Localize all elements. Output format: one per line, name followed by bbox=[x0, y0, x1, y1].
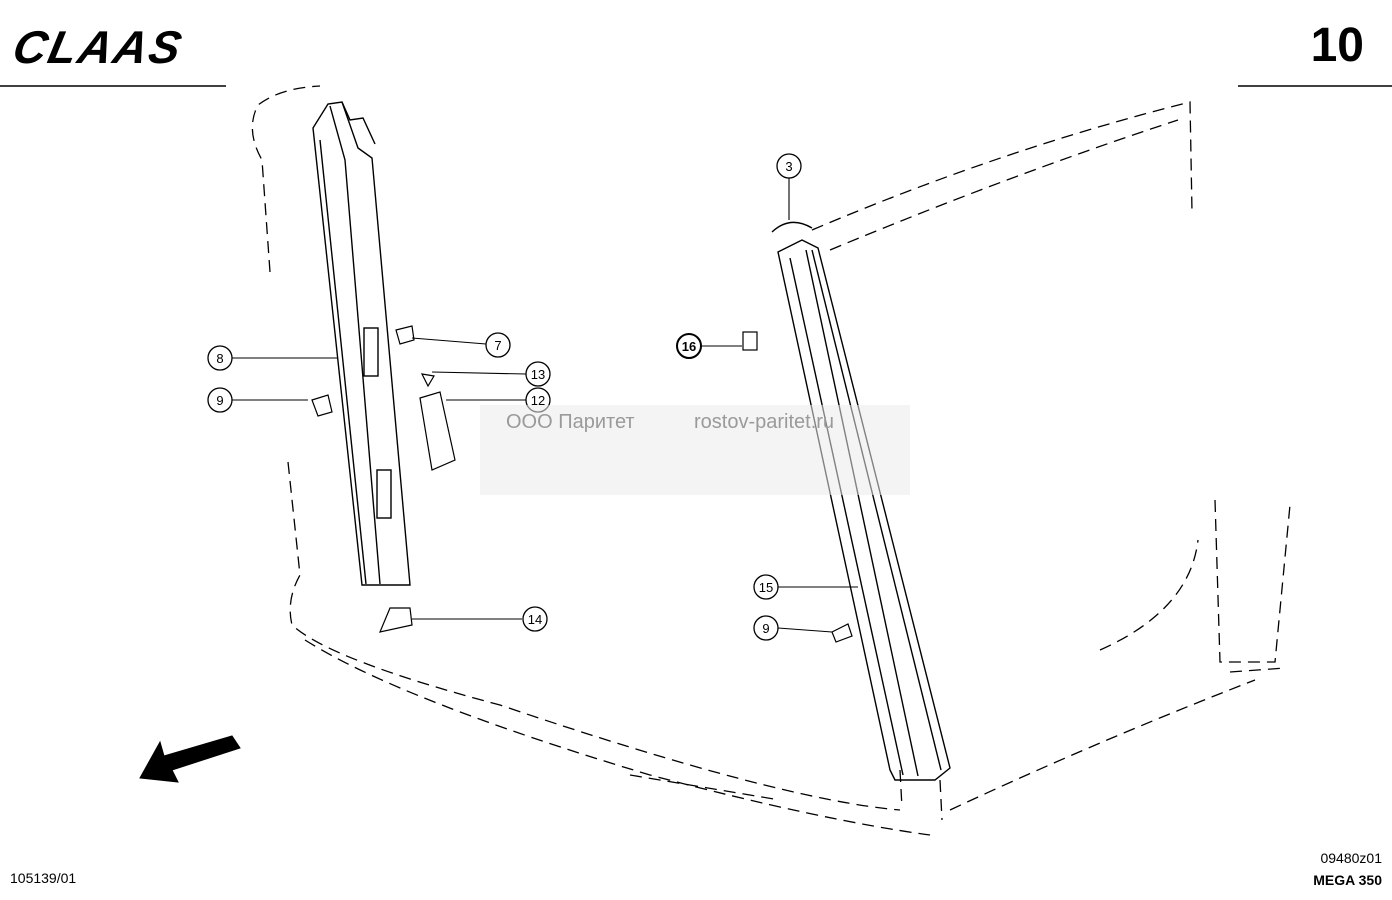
callout-16: 16 bbox=[676, 333, 702, 359]
doc-number: 105139/01 bbox=[10, 870, 77, 886]
direction-arrow bbox=[139, 735, 241, 783]
callout-3-label: 3 bbox=[785, 159, 792, 174]
left-pillar bbox=[312, 101, 411, 586]
callout-9-right: 9 bbox=[753, 615, 779, 641]
callout-15-label: 15 bbox=[759, 580, 773, 595]
drawing-code: 09480z01 bbox=[1320, 850, 1382, 866]
callout-8-label: 8 bbox=[216, 351, 223, 366]
part-9-screw-right bbox=[831, 623, 853, 643]
callout-8: 8 bbox=[207, 345, 233, 371]
cab-outline bbox=[251, 85, 1291, 836]
callout-14-label: 14 bbox=[528, 612, 542, 627]
callout-12-label: 12 bbox=[531, 393, 545, 408]
part-13-clip bbox=[420, 373, 435, 388]
watermark: ООО Паритет rostov-paritet.ru bbox=[480, 405, 910, 495]
callout-9-left-label: 9 bbox=[216, 393, 223, 408]
right-pillar bbox=[771, 221, 951, 781]
callout-3: 3 bbox=[776, 153, 802, 179]
part-12-vent bbox=[419, 391, 456, 471]
part-16-clip bbox=[742, 331, 758, 351]
part-7-clip bbox=[395, 325, 415, 345]
callout-7: 7 bbox=[485, 332, 511, 358]
callouts: 3 7 8 9 9 12 1 bbox=[207, 153, 802, 641]
watermark-company: ООО Паритет bbox=[506, 411, 635, 433]
model-name: MEGA 350 bbox=[1313, 872, 1382, 888]
callout-16-label: 16 bbox=[682, 339, 696, 354]
callout-15: 15 bbox=[753, 574, 779, 600]
callout-7-label: 7 bbox=[494, 338, 501, 353]
part-9-screw-left bbox=[311, 394, 333, 417]
callout-9-right-label: 9 bbox=[762, 621, 769, 636]
callout-13-label: 13 bbox=[531, 367, 545, 382]
part-14-piece bbox=[379, 607, 413, 633]
small-parts bbox=[311, 325, 853, 643]
leader-lines bbox=[232, 178, 858, 633]
page-number: 10 bbox=[1310, 19, 1364, 72]
callout-14: 14 bbox=[522, 606, 548, 632]
watermark-website: rostov-paritet.ru bbox=[694, 411, 835, 433]
callout-13: 13 bbox=[525, 361, 551, 387]
callout-9-left: 9 bbox=[207, 387, 233, 413]
